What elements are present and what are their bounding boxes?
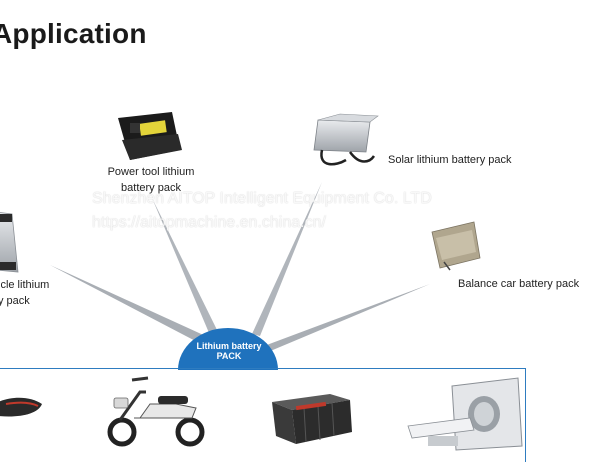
label-solar: Solar lithium battery pack	[388, 154, 512, 166]
label-balance-car: Balance car battery pack	[458, 278, 580, 290]
hub-shape	[178, 328, 278, 370]
label-power-tool: Power tool lithium battery pack	[107, 166, 195, 194]
battery-modules-image	[272, 394, 352, 444]
watermark-url: https://aitopmachine.en.china.cn/	[92, 214, 326, 231]
balance-car-battery-image	[431, 221, 481, 271]
label-ebike: icle lithium y pack	[0, 279, 50, 307]
ray-ebike	[50, 265, 210, 346]
power-tool-battery-image	[118, 112, 182, 160]
applications-frame	[0, 368, 526, 462]
vacuum-device-image	[0, 397, 42, 417]
page-title: Application	[0, 18, 147, 49]
connector-rays	[50, 182, 430, 352]
ray-balance-car	[264, 284, 430, 352]
ct-scanner-image	[407, 377, 523, 451]
ray-power-tool	[152, 198, 220, 340]
watermark-company: Shenzhen AITOP Intelligent Equipment Co.…	[92, 190, 432, 207]
hub-label: Lithium battery PACK	[196, 341, 262, 361]
solar-battery-image	[313, 113, 379, 166]
ebike-battery-image	[0, 212, 19, 273]
electric-scooter-image	[107, 376, 205, 447]
ray-solar	[252, 182, 322, 336]
